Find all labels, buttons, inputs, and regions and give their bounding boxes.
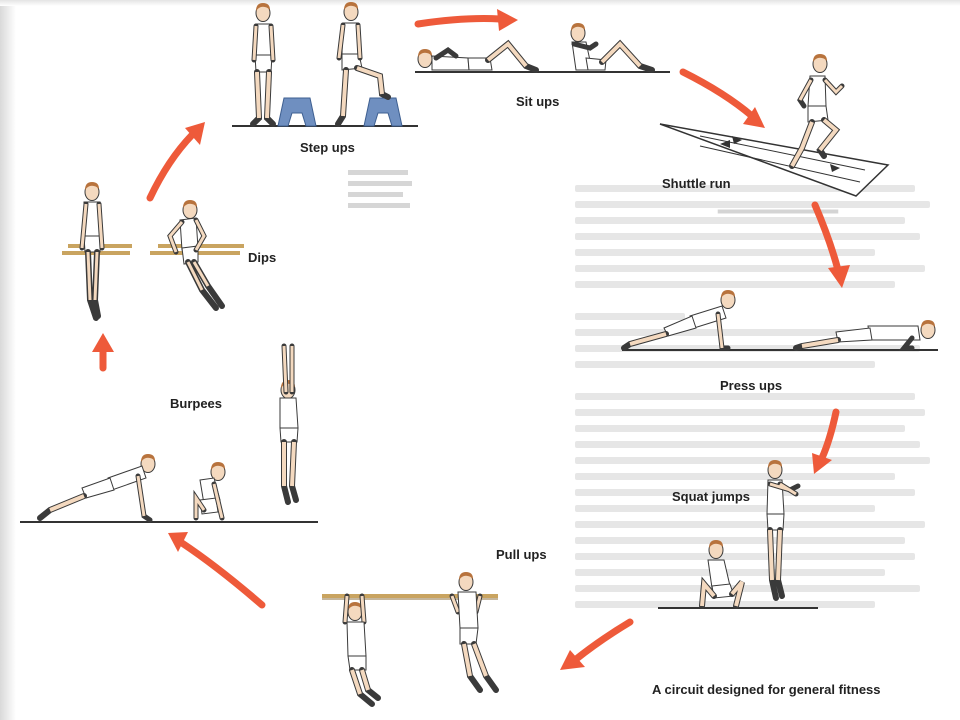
label-pull-ups: Pull ups bbox=[496, 547, 547, 562]
background-text-line bbox=[575, 537, 905, 544]
arrowhead-pressups-to-squat bbox=[812, 453, 832, 474]
burpees-illustration bbox=[20, 343, 318, 523]
scan-edge-shadow bbox=[0, 0, 16, 720]
label-dips: Dips bbox=[248, 250, 277, 265]
burpee-figure-crouch bbox=[193, 461, 226, 521]
background-text-line bbox=[575, 185, 915, 192]
step-up-figure-stepping bbox=[335, 1, 391, 127]
label-press-ups: Press ups bbox=[720, 378, 783, 393]
background-text-line bbox=[575, 553, 915, 560]
arrow-heads bbox=[92, 9, 850, 670]
sit-ups-illustration bbox=[415, 22, 670, 73]
pull-up-figure-hanging bbox=[342, 593, 381, 707]
sit-up-figure-lying bbox=[417, 39, 539, 73]
arrowhead-pullups-to-burpees bbox=[168, 532, 188, 552]
arrowhead-burpees-to-dips bbox=[92, 333, 114, 352]
press-up-figure-up bbox=[621, 289, 736, 351]
background-text-line bbox=[575, 505, 875, 512]
background-text-line bbox=[575, 521, 925, 528]
background-text-line bbox=[575, 217, 905, 224]
shuttle-runner-figure bbox=[789, 53, 845, 169]
arrow-squat-to-pullups bbox=[571, 618, 634, 664]
press-ups-illustration bbox=[621, 289, 938, 351]
background-text-line bbox=[575, 265, 925, 272]
arrowhead-shuttle-to-pressups bbox=[828, 265, 850, 288]
background-page-text bbox=[575, 185, 945, 695]
background-text-line bbox=[575, 393, 915, 400]
arrow-situps-to-shuttle bbox=[679, 68, 756, 120]
sit-up-figure-sitting bbox=[570, 22, 655, 73]
arrow-shuttle-to-pressups bbox=[811, 201, 842, 274]
background-text-line bbox=[575, 345, 920, 352]
circuit-arrows bbox=[99, 15, 842, 664]
shuttle-run-track bbox=[659, 123, 890, 197]
arrowhead-dips-to-stepups bbox=[185, 122, 205, 145]
arrowhead-stepups-to-situps bbox=[497, 9, 518, 31]
dip-figure-upright bbox=[79, 181, 105, 321]
step-up-figure-standing bbox=[250, 2, 276, 127]
step-box-right bbox=[363, 97, 403, 127]
background-text-line bbox=[575, 489, 915, 496]
label-burpees: Burpees bbox=[170, 396, 223, 411]
burpee-figure-jump bbox=[279, 343, 299, 505]
pull-up-figure-raised bbox=[449, 571, 499, 693]
background-text-line bbox=[575, 601, 875, 608]
background-text-line bbox=[575, 569, 885, 576]
squat-jumps-illustration bbox=[658, 459, 818, 609]
step-box-left bbox=[277, 97, 317, 127]
background-text-line bbox=[575, 281, 895, 288]
background-text-line bbox=[575, 233, 920, 240]
background-text-line bbox=[575, 441, 920, 448]
background-text-line bbox=[575, 313, 685, 320]
figure-caption: A circuit designed for general fitness bbox=[652, 682, 881, 697]
pull-ups-illustration bbox=[322, 571, 499, 707]
background-text-line bbox=[575, 473, 895, 480]
press-up-figure-down bbox=[793, 319, 936, 351]
dips-illustration bbox=[62, 181, 244, 321]
arrowhead-situps-to-shuttle bbox=[743, 107, 765, 128]
burpee-figure-plank bbox=[37, 453, 156, 523]
squat-jump-figure-jump bbox=[766, 459, 801, 601]
step-ups-illustration bbox=[232, 1, 418, 127]
label-step-ups: Step ups bbox=[300, 140, 355, 155]
arrow-pressups-to-squat bbox=[818, 408, 840, 462]
arrowhead-squat-to-pullups bbox=[560, 650, 585, 670]
background-text-line bbox=[575, 249, 875, 256]
arrow-stepups-to-situps bbox=[414, 15, 504, 28]
arrow-dips-to-stepups bbox=[146, 131, 196, 202]
arrow-pullups-to-burpees bbox=[178, 539, 266, 609]
background-text-line bbox=[575, 361, 875, 368]
background-text-line bbox=[575, 329, 905, 336]
label-shuttle-run: Shuttle run bbox=[662, 176, 731, 191]
background-text-line bbox=[575, 425, 905, 432]
squat-jump-figure-crouch bbox=[699, 539, 745, 609]
background-text-line bbox=[575, 201, 930, 208]
scan-top-shadow bbox=[0, 0, 960, 6]
label-squat-jumps: Squat jumps bbox=[672, 489, 751, 504]
shuttle-run-illustration bbox=[659, 53, 890, 197]
dip-figure-lowered bbox=[167, 199, 225, 311]
background-page-note bbox=[348, 170, 418, 224]
background-text-line bbox=[575, 409, 925, 416]
label-sit-ups: Sit ups bbox=[516, 94, 560, 109]
background-text-line bbox=[575, 457, 930, 464]
background-text-line bbox=[575, 585, 920, 592]
